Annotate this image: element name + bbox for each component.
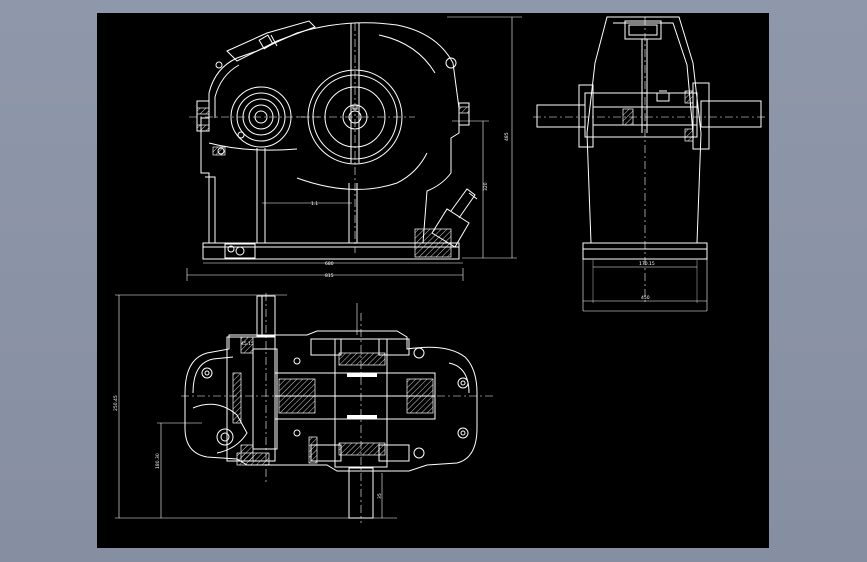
plan-view: 250.45 180.30 35 45.15 (113, 293, 493, 523)
dim-front-inner: 1.1 (311, 201, 318, 207)
dim-front-height: 485 (504, 132, 510, 141)
dim-plan-shaft: 35 (377, 493, 383, 499)
cad-drawing-area[interactable]: 1.1 680 815 485 320 (97, 13, 769, 548)
dim-front-outer: 815 (325, 273, 334, 279)
front-view: 1.1 680 815 485 320 (186, 16, 522, 281)
dim-side-base: 170.15 (639, 261, 655, 267)
dim-front-center: 320 (483, 182, 489, 191)
dim-side-total: 450 (641, 295, 650, 301)
dim-front-total: 680 (325, 261, 334, 267)
gearbox-drawing: 1.1 680 815 485 320 (113, 16, 765, 523)
dim-plan-partial: 180.30 (155, 453, 161, 469)
dim-plan-total: 250.45 (113, 395, 119, 411)
side-view: 170.15 450 (533, 16, 765, 312)
